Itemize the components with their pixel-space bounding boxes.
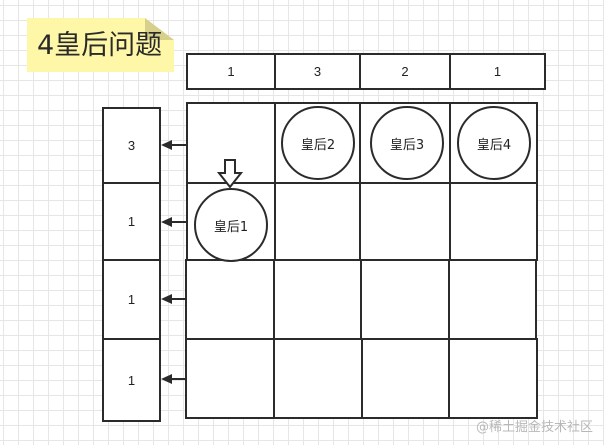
diagram-title: 4皇后问题: [37, 30, 163, 61]
board-cell: [448, 338, 538, 419]
board-cell: [185, 259, 275, 340]
board-cell: [448, 259, 537, 340]
row-count-cell: 1: [102, 338, 161, 422]
arrow-line: [168, 298, 186, 300]
row-count-cell: 1: [102, 259, 161, 340]
arrow-line: [168, 378, 186, 380]
board-cell: [273, 338, 363, 419]
queen-3: 皇后3: [370, 106, 444, 180]
queen-2: 皇后2: [281, 106, 355, 180]
down-arrow-icon: [217, 159, 243, 189]
arrow-left-icon: [161, 294, 172, 304]
queen-1: 皇后1: [194, 188, 268, 262]
board-cell: [185, 338, 275, 419]
row-count-cell: 3: [102, 107, 161, 184]
board-cell: [361, 338, 450, 419]
board-cell: [359, 182, 451, 261]
arrow-line: [168, 221, 186, 223]
arrow-line: [168, 144, 186, 146]
column-count-cell: 2: [359, 53, 451, 90]
column-count-cell: 1: [186, 53, 276, 90]
arrow-left-icon: [161, 140, 172, 150]
column-count-cell: 1: [449, 53, 546, 90]
column-count-cell: 3: [274, 53, 361, 90]
queen-4: 皇后4: [457, 106, 531, 180]
arrow-left-icon: [161, 217, 172, 227]
board-cell: [273, 259, 362, 340]
board-cell: [449, 182, 538, 261]
board-cell: [360, 259, 450, 340]
arrow-left-icon: [161, 374, 172, 384]
watermark: @稀土掘金技术社区: [476, 420, 594, 435]
board-cell: [274, 182, 361, 261]
row-count-cell: 1: [102, 182, 161, 261]
